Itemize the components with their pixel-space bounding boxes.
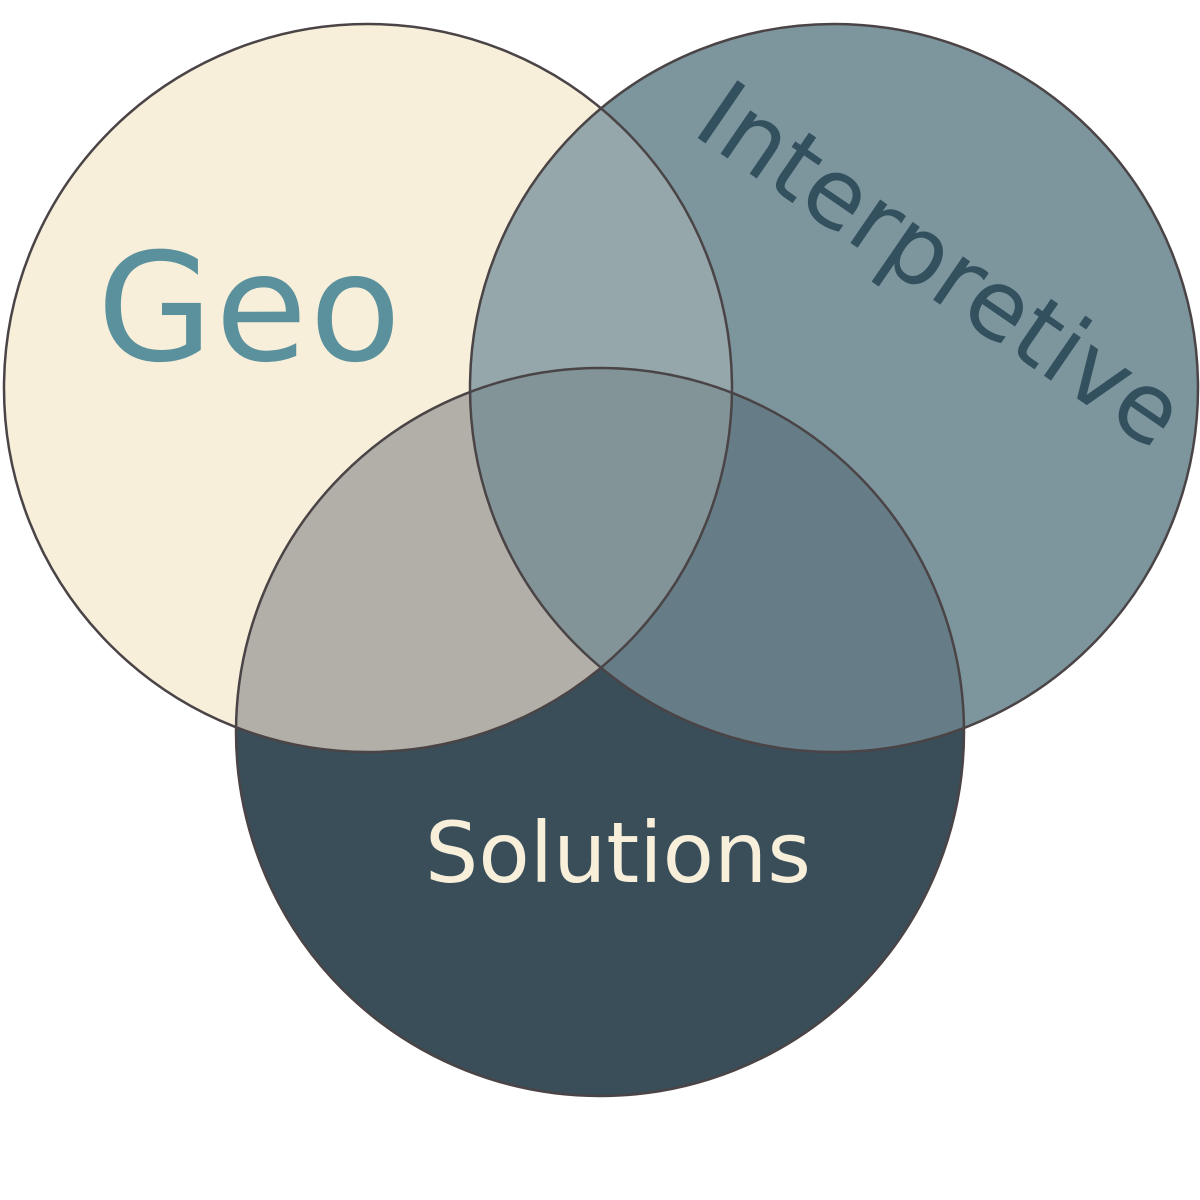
geo-label: Geo <box>97 222 403 396</box>
solutions-label: Solutions <box>425 804 811 902</box>
solutions-outline <box>234 366 966 1098</box>
interpretive-outline <box>468 22 1200 754</box>
geo-outline <box>2 22 734 754</box>
